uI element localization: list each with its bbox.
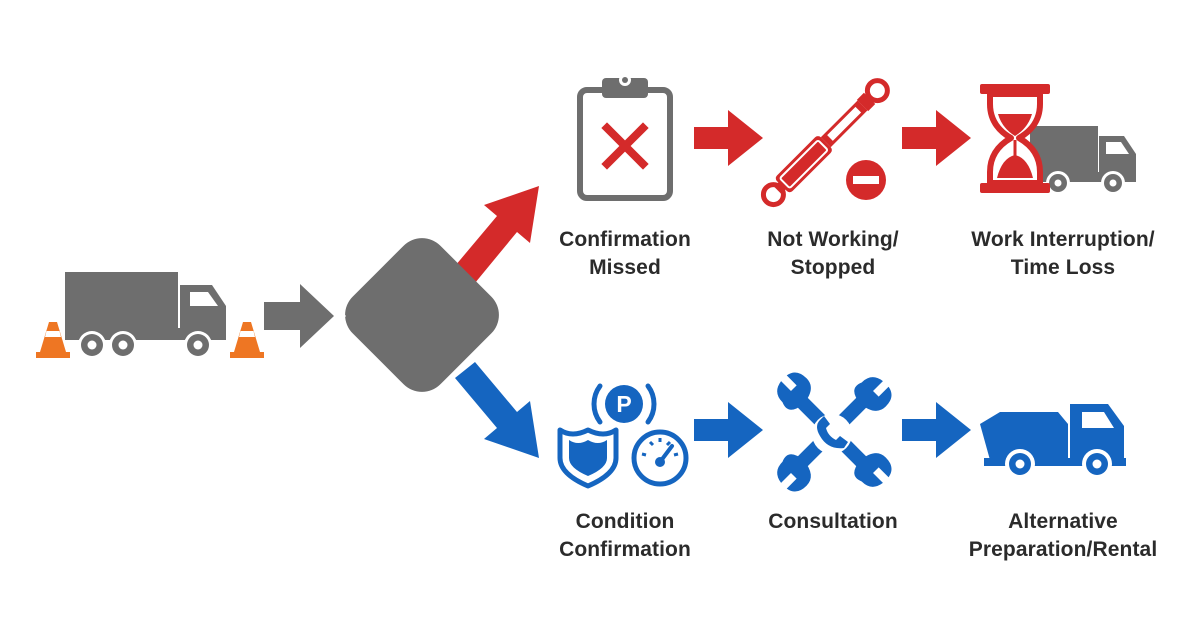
- truck-with-traffic-cones-icon: [36, 272, 264, 359]
- wrench-phone-icon: [777, 372, 892, 492]
- red-branch-arrow-icon: [455, 186, 539, 283]
- clipboard-x-icon: [577, 74, 673, 201]
- dump-truck-icon: [980, 404, 1126, 479]
- step-label-condition-confirmation: Condition Confirmation: [559, 510, 691, 561]
- shield-icon: [557, 427, 619, 489]
- gray-arrow-icon: [264, 284, 334, 348]
- hourglass-truck-icon: [980, 84, 1136, 195]
- traffic-cone-icon: [36, 322, 70, 358]
- step-label-work-interruption: Work Interruption/ Time Loss: [971, 228, 1155, 279]
- parking-shield-gauge-icon: P: [557, 383, 689, 489]
- step-label-alternative-preparation: Alternative Preparation/Rental: [968, 510, 1158, 561]
- svg-text:P: P: [616, 391, 631, 417]
- step-label-confirmation-missed: Confirmation Missed: [559, 228, 691, 279]
- traffic-cone-icon: [230, 322, 264, 358]
- blue-arrow-icon: [694, 402, 763, 458]
- parking-brake-icon: P: [591, 383, 657, 425]
- blue-branch-arrow-icon: [455, 362, 539, 458]
- step-label-consultation: Consultation: [768, 510, 898, 533]
- hydraulic-cylinder-stop-icon: [760, 78, 890, 208]
- red-arrow-icon: [902, 110, 971, 166]
- step-label-not-working: Not Working/ Stopped: [767, 228, 899, 279]
- blue-arrow-icon: [902, 402, 971, 458]
- red-arrow-icon: [694, 110, 763, 166]
- rounded-diamond-decision-icon: [345, 238, 499, 392]
- speedometer-gauge-icon: [631, 429, 689, 487]
